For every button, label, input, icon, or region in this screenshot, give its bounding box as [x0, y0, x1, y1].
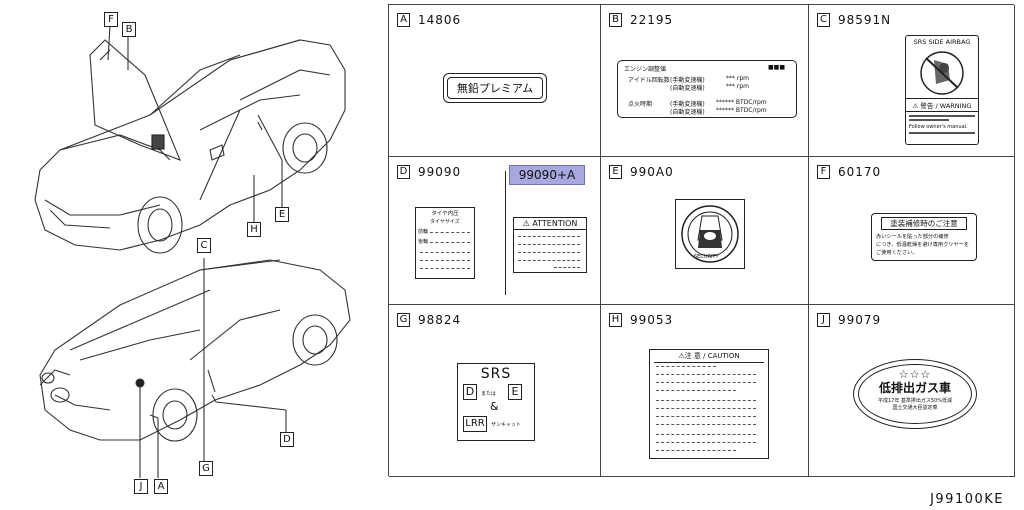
callout-c: C [197, 238, 211, 253]
auto-trans: (自動変速機) [670, 85, 705, 92]
part-number-alt: 99090+A [509, 165, 585, 185]
label-a: 無鉛プレミアム [443, 73, 547, 103]
mataha-text: または [481, 391, 497, 397]
vehicle-diagram [34, 24, 351, 478]
label-a-text: 無鉛プレミアム [447, 77, 543, 99]
cell-letter: H [609, 313, 622, 327]
ampersand: & [490, 400, 499, 413]
label-h: ⚠注 意 / CAUTION [649, 349, 769, 459]
callout-e: E [275, 207, 289, 222]
part-number: 14806 [418, 13, 462, 27]
callout-j: J [134, 479, 148, 494]
e-box: E [508, 384, 522, 400]
idle-label: アイドル回転数 [628, 77, 670, 84]
auto-trans-2: (自動変速機) [670, 109, 705, 116]
idle-rpm-1: *** rpm [726, 75, 750, 82]
warning-label: ⚠ 警告 / WARNING [906, 98, 978, 112]
label-g: SRS D または E & LRR ザンキャット [457, 363, 535, 441]
cell-e: E 990A0 SECURITY [601, 157, 809, 305]
attention-title: ⚠ ATTENTION [514, 218, 586, 230]
car-rear-view [39, 258, 351, 478]
part-number: 99053 [630, 313, 674, 327]
caution-title: ⚠注 意 / CAUTION [654, 350, 764, 363]
btdc-1: ****** BTDC/rpm [716, 99, 767, 106]
tire-front-label: 前輪 [418, 229, 429, 235]
label-f: 塗装補修時のご注意 赤いシールを貼った部分の補修 につき、低温乾燥を避け専用クリ… [871, 213, 977, 261]
callout-d: D [280, 432, 294, 447]
srs-side-airbag-title: SRS SIDE AIRBAG [913, 38, 971, 46]
srs-text: SRS [480, 366, 512, 382]
idle-rpm-2: *** rpm [726, 83, 750, 90]
engine-tune-title: エンジン調整値 [624, 66, 667, 73]
callout-g: G [199, 461, 213, 476]
cell-j: J 99079 ☆☆☆ 低排出ガス車 平成17年 基準排出ガス50%低減 国土交通… [809, 305, 1015, 477]
part-number: 60170 [838, 165, 882, 179]
label-d-tire: タイヤ内圧 タイヤサイズ 前輪 後輪 [415, 207, 475, 279]
part-number: 98591N [838, 13, 892, 27]
cell-letter: F [817, 165, 830, 179]
label-grid: A 14806 無鉛プレミアム B 22195 エンジン調整値 ■■■ アイドル回転… [388, 4, 1015, 477]
part-number: 99090 [418, 165, 462, 179]
cell-letter: D [397, 165, 410, 179]
paint-repair-title: 塗装補修時のご注意 [881, 217, 967, 230]
tire-pressure-title: タイヤ内圧 [431, 211, 459, 217]
callout-a: A [154, 479, 168, 494]
cell-d: D 99090 99090+A タイヤ内圧 タイヤサイズ 前輪 後輪 ⚠ ATTE… [389, 157, 601, 305]
callout-f: F [104, 12, 118, 27]
tire-rear-label: 後輪 [418, 239, 429, 245]
d-box: D [463, 384, 477, 400]
label-j: ☆☆☆ 低排出ガス車 平成17年 基準排出ガス50%低減 国土交通大臣認定車 [853, 359, 977, 429]
lrr-box: LRR [463, 416, 487, 432]
label-e: SECURITY [675, 199, 745, 269]
paint-line-1: 赤いシールを貼った部分の補修 [876, 234, 949, 240]
cell-letter: A [397, 13, 410, 27]
manual-trans: (手動変速機) [670, 77, 705, 84]
cell-g: G 98824 SRS D または E & LRR ザンキャット [389, 305, 601, 477]
callout-b: B [122, 22, 136, 37]
ign-label: 点火時期 [628, 101, 653, 108]
part-number: 98824 [418, 313, 462, 327]
cell-c: C 98591N SRS SIDE AIRBAG ⚠ 警告 / WARNING F… [809, 5, 1015, 157]
callout-h: H [247, 222, 261, 237]
sankyaku-text: ザンキャット [491, 422, 522, 428]
part-number: 22195 [630, 13, 674, 27]
security-icon [681, 205, 739, 263]
paint-line-2: につき、低温乾燥を避け専用クリヤーを [876, 242, 970, 248]
cell-h: H 99053 ⚠注 意 / CAUTION [601, 305, 809, 477]
cell-letter: E [609, 165, 622, 179]
label-c: SRS SIDE AIRBAG ⚠ 警告 / WARNING Follow ow… [905, 35, 979, 145]
cell-letter: C [817, 13, 830, 27]
part-number: 990A0 [630, 165, 674, 179]
cell-letter: J [817, 313, 830, 327]
tire-size-label: タイヤサイズ [430, 219, 460, 225]
cell-letter: G [397, 313, 410, 327]
label-d-attention: ⚠ ATTENTION [513, 217, 587, 273]
security-text: SECURITY [694, 254, 719, 260]
manual-trans-2: (手動変速機) [670, 101, 705, 108]
part-number: 99079 [838, 313, 882, 327]
diagram-code: J99100KE [930, 492, 1004, 507]
no-child-seat-icon [920, 51, 964, 95]
cell-a: A 14806 無鉛プレミアム [389, 5, 601, 157]
paint-line-3: ご使用ください。 [876, 250, 918, 256]
car-front-view [34, 24, 346, 254]
btdc-2: ****** BTDC/rpm [716, 107, 767, 114]
label-b: エンジン調整値 ■■■ アイドル回転数 (手動変速機) (自動変速機) *** … [617, 60, 797, 118]
cell-b: B 22195 エンジン調整値 ■■■ アイドル回転数 (手動変速機) (自動変速… [601, 5, 809, 157]
cell-letter: B [609, 13, 622, 27]
cell-f: F 60170 塗装補修時のご注意 赤いシールを貼った部分の補修 につき、低温乾燥… [809, 157, 1015, 305]
follow-manual-note: Follow owner's manual. [909, 124, 968, 130]
